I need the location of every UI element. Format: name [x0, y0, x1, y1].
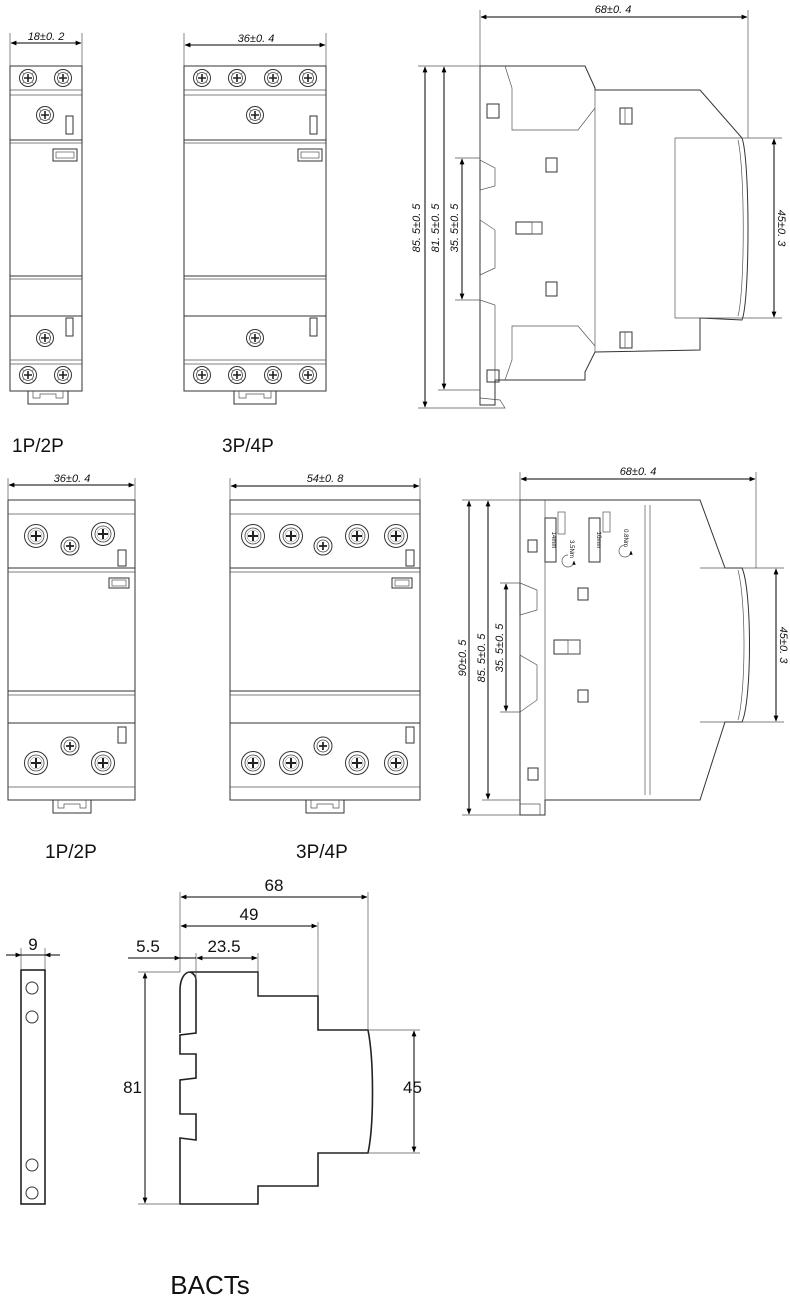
dim-width-3p4p-middle: 54±0. 8 [307, 473, 345, 485]
front-view-3p4p-middle: 54±0. 8 [229, 473, 421, 814]
auxiliary-contact-side: 68 49 5.5 23.5 81 45 [123, 876, 422, 1205]
dim-68: 68 [265, 876, 284, 895]
side-view-middle: 14mm 3.5Nm 10mm 0.8Nm 68±0. 4 90±0. 5 85… [457, 466, 789, 816]
auxiliary-contact-front: 9 [6, 935, 60, 1205]
dim-side-h2-top: 81. 5±0. 5 [430, 203, 442, 253]
front-view-1p2p-middle: 36±0. 4 [7, 473, 136, 814]
dim-49: 49 [240, 905, 259, 924]
dim-side-width-middle: 68±0. 4 [620, 466, 657, 478]
caption-1p2p-middle: 1P/2P [45, 842, 97, 863]
dim-side-h3-top: 35. 5±0. 5 [449, 203, 461, 253]
dim-81: 81 [123, 1078, 142, 1097]
side-view-top: 68±0. 4 85. 5±0. 5 81. 5±0. 5 35. 5±0. 5… [411, 4, 787, 409]
dim-side-h1-middle: 90±0. 5 [457, 639, 469, 677]
dim-5-5: 5.5 [136, 937, 160, 956]
note-10mm: 10mm [595, 532, 601, 549]
dim-width-3p4p-top: 36±0. 4 [238, 33, 275, 45]
note-14mm: 14mm [550, 532, 556, 549]
caption-bacts: BACTs [170, 1270, 249, 1300]
dim-side-width-top: 68±0. 4 [595, 4, 632, 16]
caption-1p2p-top: 1P/2P [12, 436, 64, 457]
note-3-5nm: 3.5Nm [568, 540, 574, 558]
dim-45: 45 [403, 1078, 422, 1097]
dim-side-h3-middle: 35. 5±0. 5 [494, 623, 506, 673]
dim-side-h4-top: 45±0. 3 [775, 210, 787, 248]
front-view-3p4p-top: 36±0. 4 [183, 33, 327, 405]
caption-3p4p-top: 3P/4P [222, 436, 274, 457]
dim-width-1p2p-middle: 36±0. 4 [54, 473, 91, 485]
dim-23-5: 23.5 [207, 937, 240, 956]
dim-side-h1-top: 85. 5±0. 5 [411, 203, 423, 253]
dim-aux-width: 9 [28, 935, 37, 954]
dim-side-h4-middle: 45±0. 3 [777, 627, 789, 665]
caption-3p4p-middle: 3P/4P [296, 842, 348, 863]
front-view-1p2p-top: 18±0. 2 [9, 31, 83, 405]
dim-side-h2-middle: 85. 5±0. 5 [476, 633, 488, 683]
dim-width-1p2p-top: 18±0. 2 [28, 31, 65, 43]
note-0-8nm: 0.8Nm [622, 529, 628, 547]
